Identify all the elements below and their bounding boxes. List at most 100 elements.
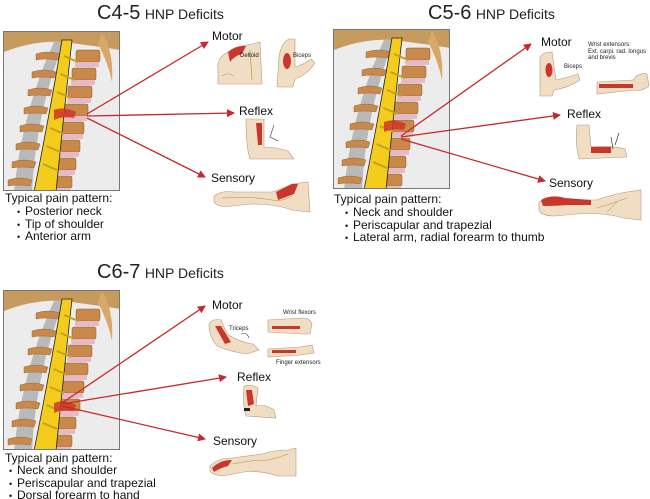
spinous-process <box>35 310 61 320</box>
level-label: C5-6 <box>428 2 472 24</box>
spinous-process <box>341 157 367 167</box>
vertebral-body <box>59 380 85 394</box>
intervertebral-disc <box>393 114 417 119</box>
spinous-process <box>11 418 37 428</box>
intervertebral-disc <box>75 321 99 326</box>
title-suffix: HNP Deficits <box>144 265 224 281</box>
intervertebral-disc <box>63 375 87 380</box>
cervical-spine-image <box>4 291 119 449</box>
vertebral-body <box>397 83 423 97</box>
nerve-root <box>42 422 58 430</box>
ligament <box>14 42 64 190</box>
pain-item: Tip of shoulder <box>17 218 104 232</box>
motor-label: Motor <box>541 35 572 49</box>
deltoid-illustration <box>217 41 263 85</box>
spinous-process <box>337 175 363 185</box>
intervertebral-disc <box>389 132 413 137</box>
reflex-illustration <box>243 385 277 419</box>
pain-pattern-list: Posterior neck Tip of shoulder Anterior … <box>17 205 104 244</box>
nerve-root <box>49 127 65 135</box>
vertebral-body <box>405 47 431 61</box>
reflex-label: Reflex <box>237 370 272 384</box>
pain-pattern-list: Neck and shoulder Periscapular and trape… <box>9 464 156 499</box>
intervertebral-disc <box>71 339 95 344</box>
pain-item: Posterior neck <box>17 205 104 219</box>
ligament <box>14 301 64 449</box>
spinous-process <box>345 139 371 149</box>
wrist-extensors-line-1: Wrist extensors: <box>588 42 631 48</box>
spinous-process <box>353 103 379 113</box>
cervical-spine-image <box>4 32 119 190</box>
skull-base <box>4 32 119 52</box>
intervertebral-disc <box>59 393 83 398</box>
muscle-label-wrist-flexors: Wrist flexors <box>283 310 316 316</box>
spinous-process <box>19 123 45 133</box>
spinous-process <box>31 328 57 338</box>
muscle-label-wrist-extensors: Wrist extensors: Ext. carpi. rad. longus… <box>588 42 646 62</box>
title-suffix: HNP Deficits <box>144 6 224 22</box>
spinous-process <box>11 159 37 169</box>
spinous-process <box>23 364 49 374</box>
intervertebral-disc <box>67 98 91 103</box>
intervertebral-disc <box>75 62 99 67</box>
pain-item: Anterior arm <box>17 230 104 244</box>
pain-pattern-heading: Typical pain pattern: <box>5 191 113 205</box>
panel-c5-6: C5-6 HNP Deficits Typical pain pattern: … <box>325 0 650 250</box>
wrist-extensors-line-2: Ext. carpi. rad. longus <box>588 48 647 55</box>
reflex-illustration <box>576 124 628 160</box>
nerve-root <box>60 73 75 81</box>
motor-label: Motor <box>212 29 243 43</box>
wrist-extensors-line-3: and brevis <box>588 55 616 61</box>
muscle-label-finger-extensors: Finger extensors <box>276 360 321 366</box>
pain-pattern-heading: Typical pain pattern: <box>334 192 442 206</box>
level-label: C6-7 <box>97 261 141 283</box>
spinous-process <box>357 85 383 95</box>
muscle-label-deltoid: Deltoid <box>240 53 259 59</box>
spinous-process <box>7 177 33 187</box>
panel-title: C6-7 HNP Deficits <box>97 261 224 284</box>
spine-illustration <box>333 29 450 189</box>
nerve-root <box>376 143 391 151</box>
sensory-label: Sensory <box>213 434 258 448</box>
sensory-illustration <box>209 447 297 477</box>
muscle-label-triceps: Triceps <box>229 326 249 332</box>
reflex-label: Reflex <box>239 104 274 118</box>
spinous-process <box>27 87 53 97</box>
spinous-process <box>349 121 375 131</box>
intervertebral-disc <box>71 80 95 85</box>
title-suffix: HNP Deficits <box>475 6 555 22</box>
panel-c6-7: C6-7 HNP Deficits Typical pain pattern: … <box>0 250 325 499</box>
panel-title: C5-6 HNP Deficits <box>428 2 555 25</box>
sensory-label: Sensory <box>549 176 594 190</box>
nerve-root <box>56 91 72 99</box>
pain-item: Neck and shoulder <box>345 206 544 220</box>
spinous-process <box>23 105 49 115</box>
cervical-spine-image <box>334 30 449 188</box>
pain-item: Lateral arm, radial forearm to thumb <box>345 231 544 245</box>
spinous-process <box>31 69 57 79</box>
spine-illustration <box>3 31 120 191</box>
spinous-process <box>7 436 33 446</box>
vertebral-body <box>71 326 97 340</box>
vertebral-body <box>75 308 101 322</box>
pain-item: Periscapular and trapezial <box>345 219 544 233</box>
triceps-illustration <box>208 319 260 355</box>
intervertebral-disc <box>59 134 83 139</box>
spinous-process <box>361 67 387 77</box>
vertebral-body <box>75 49 101 63</box>
nerve-root <box>386 89 402 97</box>
pain-pattern-list: Neck and shoulder Periscapular and trape… <box>345 206 544 245</box>
reflex-label: Reflex <box>567 107 602 121</box>
vertebral-body <box>67 85 93 99</box>
wrist-extensors-illustration <box>596 73 650 95</box>
nerve-root <box>63 55 79 63</box>
sensory-illustration <box>538 189 642 221</box>
pain-pattern-heading: Typical pain pattern: <box>5 451 113 465</box>
skull-base <box>334 30 449 50</box>
spinous-process <box>19 382 45 392</box>
panel-c4-5: C4-5 HNP Deficits Typical pain pattern: … <box>0 0 325 250</box>
vertebral-body <box>67 344 93 358</box>
muscle-label-biceps: Biceps <box>293 53 312 59</box>
reflex-illustration <box>245 118 295 160</box>
disc-herniation <box>384 120 406 132</box>
